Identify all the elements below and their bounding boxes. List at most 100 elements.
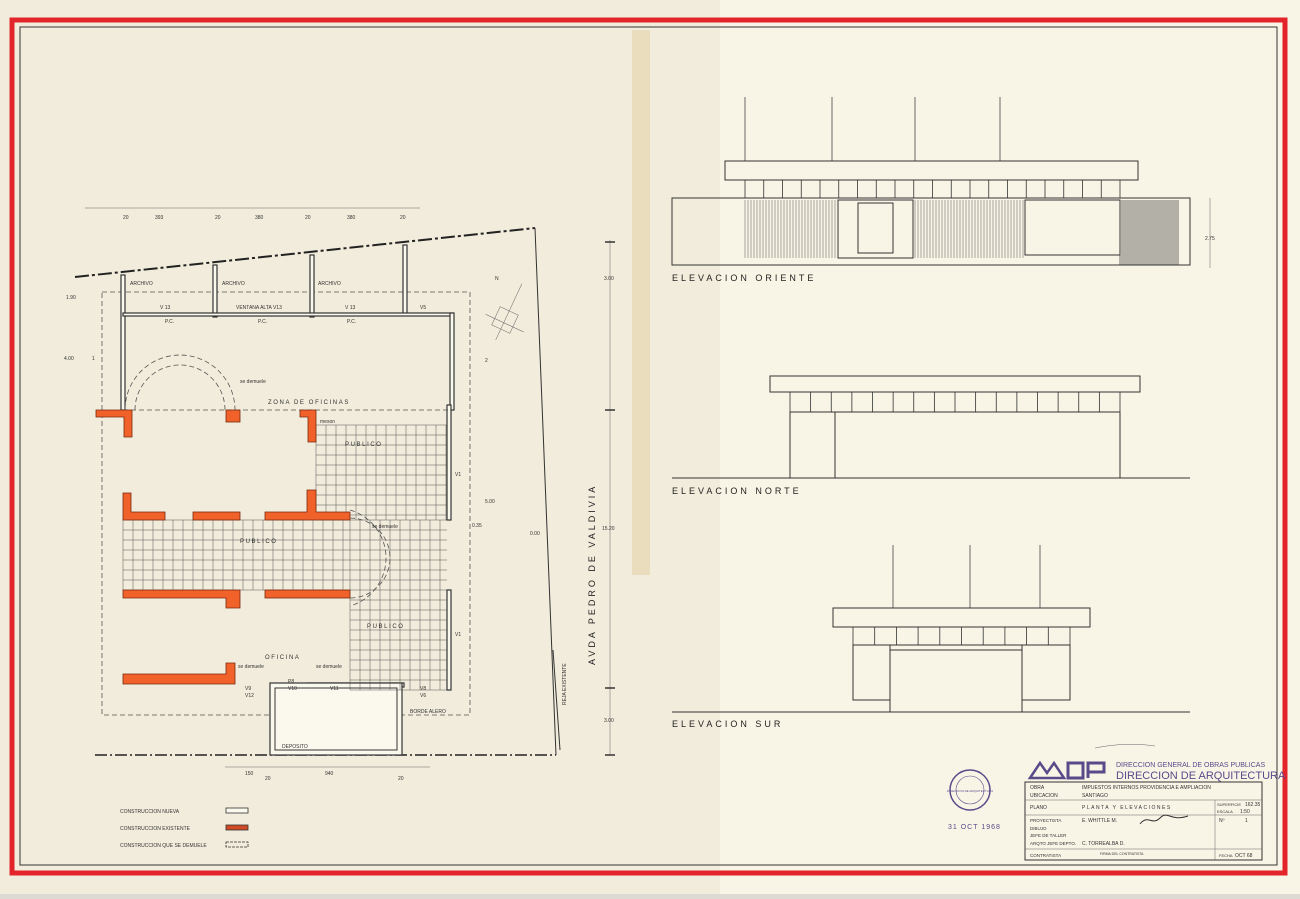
floor-plan: 20 393 20 380 20 380 20	[64, 207, 615, 782]
paper-right	[720, 0, 1300, 894]
svg-text:V6: V6	[420, 693, 426, 699]
svg-text:DIRECCION DE ARQUITECTURA: DIRECCION DE ARQUITECTURA	[947, 789, 993, 793]
svg-text:PUBLICO: PUBLICO	[345, 442, 383, 448]
legend-swatch-new	[225, 807, 249, 814]
svg-text:V11: V11	[330, 686, 339, 692]
svg-text:FIRMA DEL CONTRATISTA: FIRMA DEL CONTRATISTA	[1100, 852, 1144, 856]
svg-text:ARCHIVO: ARCHIVO	[130, 281, 153, 287]
room-labels: ARCHIVO ARCHIVO ARCHIVO V 13 VENTANA ALT…	[64, 276, 540, 750]
svg-text:4.00: 4.00	[64, 356, 74, 362]
north-arrow-icon	[485, 283, 524, 341]
walls	[120, 244, 455, 756]
top-dimensions: 20 393 20 380 20 380 20	[123, 215, 406, 221]
dim-label: 3.00	[604, 276, 614, 282]
dim-label: 20	[265, 776, 271, 782]
org-line-2: DIRECCION DE ARQUITECTURA	[1116, 770, 1286, 782]
svg-text:P.C.: P.C.	[347, 319, 356, 325]
elevation-sur: ELEVACION SUR	[672, 545, 1190, 729]
date: OCT 68	[1235, 853, 1253, 859]
plan-title: PLANTA Y ELEVACIONES	[1082, 805, 1172, 811]
org-line-1: DIRECCION GENERAL DE OBRAS PUBLICAS	[1116, 762, 1265, 769]
svg-text:V8: V8	[420, 686, 426, 692]
svg-text:P.C.: P.C.	[258, 319, 267, 325]
svg-text:JEFE DE TALLER: JEFE DE TALLER	[1030, 833, 1067, 838]
svg-text:se demuele: se demuele	[238, 664, 264, 670]
svg-text:1: 1	[92, 356, 95, 362]
svg-text:V9: V9	[245, 686, 251, 692]
svg-text:ARCHIVO: ARCHIVO	[222, 281, 245, 287]
demolish-curve	[349, 517, 391, 599]
legend-label-existing: CONSTRUCCION EXISTENTE	[120, 826, 191, 832]
svg-text:0.35: 0.35	[472, 523, 482, 529]
location: SANTIAGO	[1082, 793, 1108, 799]
svg-text:V 13: V 13	[345, 305, 356, 311]
svg-text:DIBUJO: DIBUJO	[1030, 826, 1047, 831]
dim-label: 380	[255, 215, 264, 221]
svg-text:V1: V1	[455, 632, 461, 638]
svg-text:SUPERFICIE: SUPERFICIE	[1217, 802, 1241, 807]
svg-text:N: N	[495, 276, 499, 282]
svg-text:V5: V5	[420, 305, 426, 311]
dim-label: 20	[123, 215, 129, 221]
demolish-arch	[124, 354, 236, 411]
svg-text:OBRA: OBRA	[1030, 785, 1045, 791]
svg-text:CONTRATISTA: CONTRATISTA	[1030, 853, 1061, 858]
elevation-title: ELEVACION ORIENTE	[672, 273, 816, 283]
dim-label: 393	[155, 215, 164, 221]
dim-label: 20	[398, 776, 404, 782]
svg-text:V1: V1	[455, 472, 461, 478]
elevation-title: ELEVACION SUR	[672, 719, 783, 729]
sheet-number: 1	[1245, 818, 1248, 824]
svg-text:V 13: V 13	[160, 305, 171, 311]
legend-swatch-existing	[225, 824, 249, 831]
svg-text:PROYECTISTA: PROYECTISTA	[1030, 818, 1061, 823]
legend-label-new: CONSTRUCCION NUEVA	[120, 809, 180, 815]
dim-label: 3.00	[604, 718, 614, 724]
svg-text:ZONA DE OFICINAS: ZONA DE OFICINAS	[268, 400, 350, 406]
svg-text:ARQTO JEFE DEPTO.: ARQTO JEFE DEPTO.	[1030, 841, 1076, 846]
dim-label: 15.20	[602, 526, 615, 532]
svg-text:1.90: 1.90	[66, 295, 76, 301]
height-dim: 2.75	[1205, 236, 1215, 242]
legend-label-demolish: CONSTRUCCION QUE SE DEMUELE	[120, 843, 207, 849]
department-head: C. TORREALBA D.	[1082, 841, 1125, 847]
elevation-norte: ELEVACION NORTE	[672, 375, 1190, 496]
svg-text:se demuele: se demuele	[240, 379, 266, 385]
existing-construction	[95, 409, 351, 685]
inner-frame	[19, 26, 1278, 866]
legend: CONSTRUCCION NUEVA CONSTRUCCION EXISTENT…	[120, 807, 249, 849]
dim-label: 20	[400, 215, 406, 221]
street-name: AVDA PEDRO DE VALDIVIA	[587, 484, 597, 665]
property-line-right	[534, 227, 557, 756]
dim-label: 20	[215, 215, 221, 221]
svg-text:P8: P8	[288, 679, 294, 685]
svg-text:Nº: Nº	[1219, 818, 1225, 824]
scale-value: 1:50	[1240, 809, 1250, 815]
svg-text:ARCHIVO: ARCHIVO	[318, 281, 341, 287]
official-stamp: DIRECCION DE ARQUITECTURA 31 OCT 1968	[947, 769, 1000, 831]
svg-text:ESCALA: ESCALA	[1217, 809, 1233, 814]
signature	[1094, 744, 1156, 749]
svg-text:DEPOSITO: DEPOSITO	[282, 744, 308, 750]
designer: E. WHITTLE M.	[1082, 818, 1117, 824]
title-block: DIRECCION GENERAL DE OBRAS PUBLICAS DIRE…	[1024, 744, 1286, 861]
svg-text:0.00: 0.00	[530, 531, 540, 537]
svg-text:se demuele: se demuele	[372, 524, 398, 530]
elevation-oriente: 2.75 ELEVACION ORIENTE	[671, 97, 1215, 283]
roof-overhang-outline	[101, 291, 471, 716]
mop-logo	[1027, 760, 1106, 780]
dim-label: 940	[325, 771, 334, 777]
svg-text:PUBLICO: PUBLICO	[240, 539, 278, 545]
property-line-top	[74, 227, 536, 278]
svg-text:V10: V10	[288, 686, 297, 692]
svg-text:2: 2	[485, 358, 488, 364]
svg-text:se demuele: se demuele	[316, 664, 342, 670]
svg-text:5.00: 5.00	[485, 499, 495, 505]
svg-text:meson: meson	[320, 419, 335, 425]
tape-strip	[632, 30, 650, 575]
elevation-title: ELEVACION NORTE	[672, 486, 802, 496]
svg-text:VENTANA ALTA V13: VENTANA ALTA V13	[236, 305, 282, 311]
area-value: 162.35	[1245, 802, 1261, 808]
